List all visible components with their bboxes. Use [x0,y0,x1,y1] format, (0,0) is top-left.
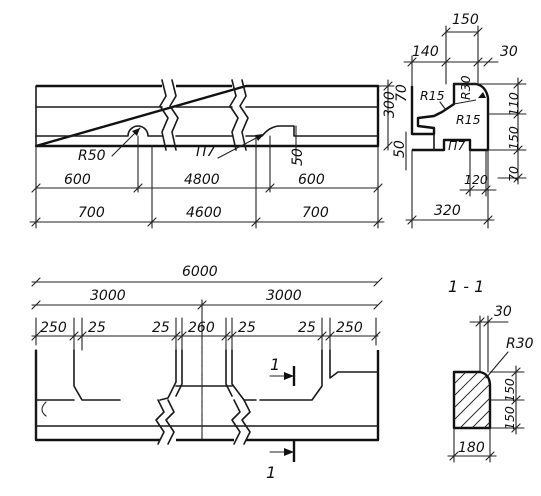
cut-dim-180: 180 [458,440,485,456]
section-1-1: 1 - 1 30 R30 150 150 [447,277,534,463]
dim-4600: 4600 [186,205,222,221]
dim-600-right: 600 [298,172,325,188]
cut-dim-150-bottom: 150 [502,406,517,430]
dim-50-edge: 50 [392,140,408,158]
sec-r15-a: R15 [420,88,445,103]
break-mark [229,79,239,151]
dim-260: 260 [188,320,215,336]
sec-dim-140: 140 [412,44,439,60]
dim-25-b: 25 [152,320,170,336]
section-profile [410,82,490,152]
dim-70-wall: 70 [394,84,410,102]
sec-dim-120: 120 [464,172,488,187]
dim-6000: 6000 [182,264,218,280]
sec-dim-30: 30 [500,44,518,60]
cut-dim-150-top: 150 [502,378,517,402]
cut-mark-top: 1 [270,355,280,374]
dim-25-d: 25 [298,320,316,336]
cut-mark-bottom: 1 [266,463,276,482]
edge-mark [41,401,47,417]
cut-r30: R30 [506,336,534,352]
cross-section: 150 140 30 R15 R30 R15 П7 110 150 70 120 [403,12,527,229]
break-mark [159,79,169,151]
label-p7: П7 [196,144,216,160]
dim-300: 300 [382,91,398,118]
sec-dim-150: 150 [452,12,479,28]
dim-3000-right: 3000 [266,288,302,304]
slot-right [259,349,379,401]
plan-outline [34,84,380,148]
cut-hatch [453,371,491,429]
dim-250-a: 250 [40,320,67,336]
sec-r30: R30 [458,75,473,100]
cut-dim-30: 30 [494,304,512,320]
dim-25-a: 25 [88,320,106,336]
sec-channel-p7: П7 [448,138,465,153]
cut-body [452,370,492,430]
label-r50: R50 [78,148,106,164]
dim-50-notch: 50 [290,148,306,166]
sec-r15-b: R15 [456,112,481,127]
dim-250-b: 250 [336,320,363,336]
front-view: 6000 3000 3000 250 25 25 260 25 25 250 [31,264,383,482]
dim-25-c: 25 [238,320,256,336]
sec-dim-110: 110 [506,92,521,116]
dim-700-left: 700 [78,205,105,221]
sec-dim-70: 70 [506,166,521,182]
dim-600-left: 600 [64,172,91,188]
dim-4800: 4800 [184,172,220,188]
sec-dim-150-right: 150 [506,126,521,150]
dim-3000-left: 3000 [90,288,126,304]
section-title: 1 - 1 [448,277,484,296]
slot-center [159,349,257,401]
dim-700-right: 700 [302,205,329,221]
plan-view: 600 4800 600 700 4600 700 R50 П7 50 300 … [29,79,410,229]
slot-left [73,349,121,401]
sec-dim-320: 320 [434,203,461,219]
